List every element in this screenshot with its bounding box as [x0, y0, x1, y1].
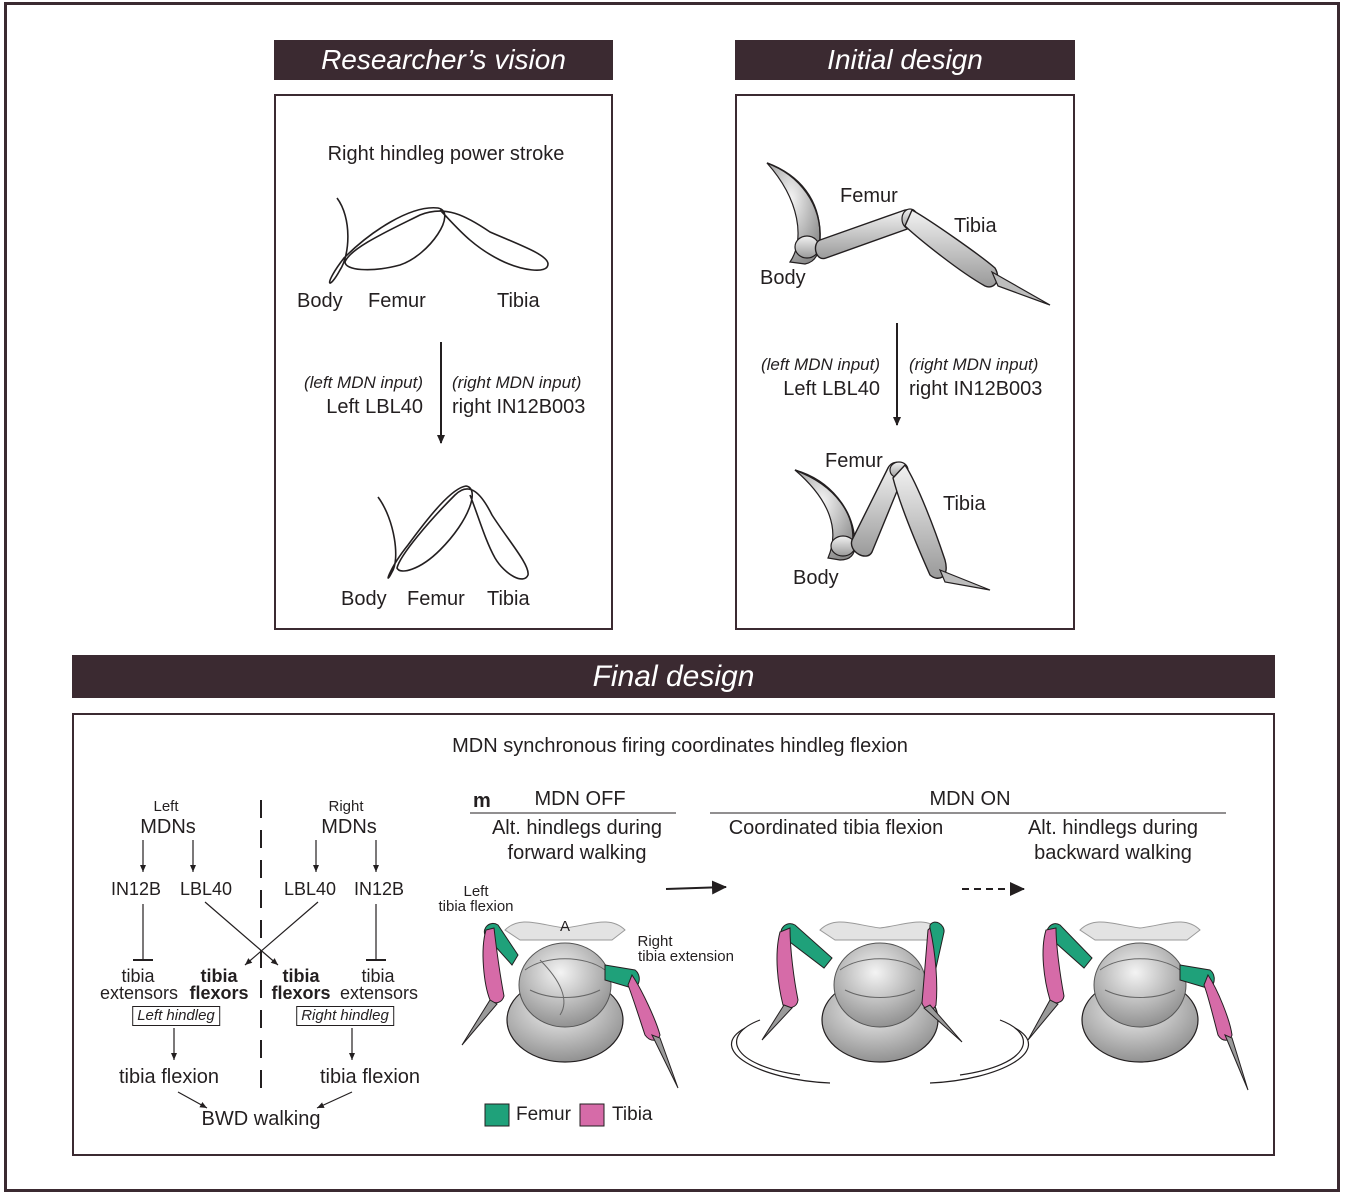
- initial-top-tibia-label: Tibia: [954, 215, 997, 237]
- panel-m-letter: m: [473, 790, 491, 812]
- circuit-right-flexors: flexors: [271, 983, 331, 1003]
- mdn-on-header: MDN ON: [929, 788, 1011, 810]
- bwd-caption-line1: Alt. hindlegs during: [1027, 817, 1199, 839]
- circuit-left-flexors-tibia: tibia: [200, 966, 238, 986]
- vision-panel: [274, 94, 613, 630]
- circuit-right-extensors-tibia: tibia: [361, 966, 395, 986]
- circuit-right-hindleg-box: Right hindleg: [296, 1006, 394, 1026]
- left-flexion-label-line2: tibia flexion: [438, 898, 514, 915]
- vision-top-tibia-label: Tibia: [497, 290, 540, 312]
- fly-backward: [1027, 921, 1249, 1091]
- fly-mdn-off: [461, 921, 679, 1089]
- circuit-left-hindleg-box: Left hindleg: [132, 1006, 220, 1026]
- initial-bottom-tibia-label: Tibia: [943, 493, 986, 515]
- circuit-left-extensors-tibia: tibia: [121, 966, 155, 986]
- legend-tibia-swatch: [579, 1103, 605, 1127]
- initial-leg-bottom: [794, 461, 991, 591]
- circuit-lbl40-right: LBL40: [283, 879, 337, 899]
- left-flexion-label-line1: Left: [463, 883, 489, 900]
- vision-bottom-body-label: Body: [341, 588, 387, 610]
- vision-bottom-femur-label: Femur: [407, 588, 465, 610]
- vision-left-neuron: Left LBL40: [326, 396, 423, 418]
- circuit-right-side: Right: [328, 798, 364, 815]
- circuit-left-side: Left: [153, 798, 179, 815]
- final-panel: [72, 713, 1275, 1156]
- legend-femur-swatch: [484, 1103, 510, 1127]
- sketch-leg-top: [328, 197, 549, 284]
- initial-top-body-label: Body: [760, 267, 806, 289]
- banner-researchers-vision: Researcher’s vision: [274, 40, 613, 80]
- circuit-right-extensors: extensors: [339, 983, 419, 1003]
- circuit-left-extensors: extensors: [99, 983, 179, 1003]
- banner-initial-design: Initial design: [735, 40, 1075, 80]
- off-caption-line2: forward walking: [507, 842, 647, 864]
- sketch-leg-bottom: [377, 485, 529, 580]
- circuit-right-tibia-flexion: tibia flexion: [319, 1066, 421, 1088]
- initial-top-femur-label: Femur: [840, 185, 898, 207]
- final-title: MDN synchronous firing coordinates hindl…: [452, 735, 908, 757]
- right-extension-label-line2: tibia extension: [638, 948, 734, 965]
- circuit-left-tibia-flexion: tibia flexion: [118, 1066, 220, 1088]
- bwd-caption-line2: backward walking: [1034, 842, 1192, 864]
- vision-top-body-label: Body: [297, 290, 343, 312]
- initial-right-neuron: right IN12B003: [909, 378, 1043, 400]
- mdn-off-header: MDN OFF: [534, 788, 626, 810]
- anterior-label: A: [559, 918, 571, 935]
- initial-bottom-body-label: Body: [793, 567, 839, 589]
- banner-final-design: Final design: [72, 655, 1275, 698]
- circuit-bwd-walking: BWD walking: [201, 1108, 321, 1130]
- initial-leg-top: [766, 162, 1051, 306]
- vision-left-input: (left MDN input): [303, 373, 423, 392]
- vision-right-input: (right MDN input): [452, 373, 582, 392]
- circuit-right-mdns: MDNs: [321, 816, 377, 838]
- figure-frame: [4, 2, 1340, 1192]
- initial-left-neuron: Left LBL40: [783, 378, 880, 400]
- legend-femur-label: Femur: [516, 1104, 571, 1125]
- circuit-right-flexors-tibia: tibia: [282, 966, 320, 986]
- circuit-left-mdns: MDNs: [140, 816, 196, 838]
- vision-right-neuron: right IN12B003: [452, 396, 586, 418]
- circuit-lbl40-left: LBL40: [179, 879, 233, 899]
- circuit-arrows: [133, 800, 386, 1109]
- vision-title: Right hindleg power stroke: [327, 143, 565, 165]
- off-caption-line1: Alt. hindlegs during: [491, 817, 663, 839]
- circuit-in12b-right: IN12B: [353, 879, 405, 899]
- vision-top-femur-label: Femur: [368, 290, 426, 312]
- initial-right-input: (right MDN input): [909, 355, 1039, 374]
- fly-coordinated: [730, 921, 1030, 1084]
- right-extension-label-line1: Right: [637, 933, 673, 950]
- circuit-left-flexors: flexors: [189, 983, 249, 1003]
- transition-arrow-solid: [665, 880, 727, 895]
- circuit-in12b-left: IN12B: [110, 879, 162, 899]
- coordinated-caption: Coordinated tibia flexion: [728, 817, 944, 839]
- initial-left-input: (left MDN input): [760, 355, 880, 374]
- initial-bottom-femur-label: Femur: [825, 450, 883, 472]
- vision-bottom-tibia-label: Tibia: [487, 588, 530, 610]
- legend-tibia-label: Tibia: [612, 1104, 653, 1125]
